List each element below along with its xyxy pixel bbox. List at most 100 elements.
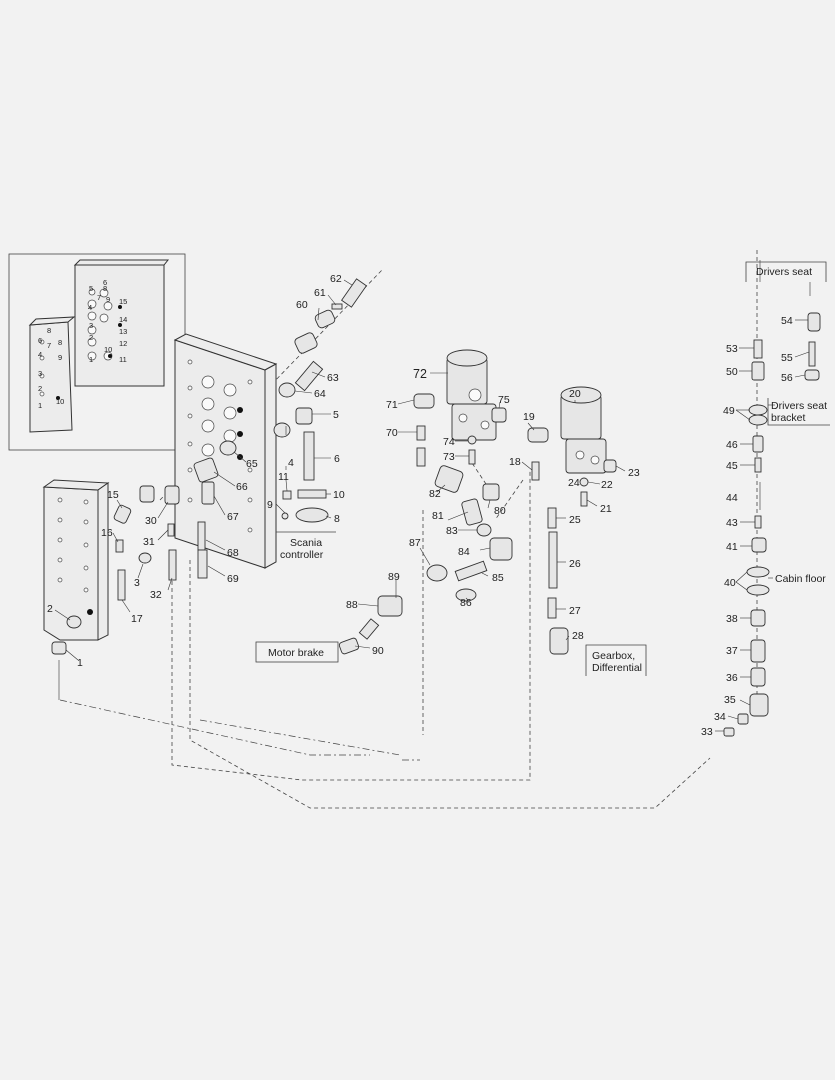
part-62-pipe xyxy=(341,278,367,308)
callout: 60 xyxy=(296,299,308,311)
callout: 63 xyxy=(327,372,339,384)
inset-front-num: 7 xyxy=(47,341,51,350)
callout: 54 xyxy=(781,315,793,327)
part-19-elbow xyxy=(527,427,549,443)
part-60-connector xyxy=(294,332,318,354)
inset-back-num: 4 xyxy=(88,303,92,312)
part-71-elbow xyxy=(413,393,435,409)
label-drivers-seat: Drivers seat xyxy=(756,266,812,278)
inset-back-num: 6 xyxy=(103,278,107,287)
callout: 69 xyxy=(227,573,239,585)
inset-front-plate-top xyxy=(28,316,76,326)
callout: 70 xyxy=(386,427,398,439)
callout: 37 xyxy=(726,645,738,657)
callout: 41 xyxy=(726,541,738,553)
callout: 4 xyxy=(288,457,294,469)
callout: 62 xyxy=(330,273,342,285)
part-86-clamp xyxy=(455,588,477,602)
part-55-pipe xyxy=(808,341,816,367)
callout: 16 xyxy=(101,527,113,539)
callout: 81 xyxy=(432,510,444,522)
callout: 90 xyxy=(372,645,384,657)
callout: 3 xyxy=(134,577,140,589)
callout: 56 xyxy=(781,372,793,384)
callout: 19 xyxy=(523,411,535,423)
routing-lines xyxy=(59,250,758,809)
part-81-fitting xyxy=(461,498,483,526)
callout: 24 xyxy=(568,477,580,489)
part-60b-connector xyxy=(314,309,336,329)
inset-back-num: 14 xyxy=(119,315,127,324)
part-50-fitting xyxy=(751,361,765,381)
callout: 88 xyxy=(346,599,358,611)
inset-back-num: 5 xyxy=(89,284,93,293)
part-88-pipe xyxy=(358,618,380,640)
part-11-screw xyxy=(282,490,292,500)
callout: 11 xyxy=(278,471,289,483)
callout: 26 xyxy=(569,558,581,570)
inset-front-num: 8 xyxy=(47,326,51,335)
callout: 44 xyxy=(726,492,738,504)
inset-back-holes xyxy=(87,288,122,361)
callout: 45 xyxy=(726,460,738,472)
callout: 21 xyxy=(600,503,612,515)
leader-lines xyxy=(54,279,810,732)
plate-side xyxy=(264,363,277,569)
callout: 72 xyxy=(413,367,427,381)
plate-face xyxy=(174,339,266,569)
callout: 61 xyxy=(314,287,326,299)
part-69-pipe xyxy=(197,549,208,579)
part-32-pipe xyxy=(168,549,177,581)
part-87-clamp xyxy=(426,564,448,582)
callout: 17 xyxy=(131,613,143,625)
part-85-pipe xyxy=(454,560,488,582)
callout: 46 xyxy=(726,439,738,451)
part-30-fitting xyxy=(164,485,180,505)
callout: 31 xyxy=(143,536,155,548)
part-82-housing xyxy=(434,465,464,493)
valve-72-base xyxy=(451,403,497,441)
part-68-pipe xyxy=(197,521,206,551)
drivers-seat-bracket-box xyxy=(767,398,830,426)
part-37-sleeve xyxy=(750,639,766,663)
inset-front-num: 1 xyxy=(38,401,42,410)
inset-front-num: 8 xyxy=(58,338,62,347)
gearbox-box xyxy=(585,644,647,676)
callout: 85 xyxy=(492,572,504,584)
label-drivers-seat-bracket: bracket xyxy=(771,412,806,424)
callout: 15 xyxy=(107,489,119,501)
part-2-nut xyxy=(66,615,82,629)
label-cabin-floor: Cabin floor xyxy=(775,573,826,585)
callout: 18 xyxy=(509,456,521,468)
part-20-valve-assembly xyxy=(560,386,607,474)
part-33-union xyxy=(723,727,735,737)
callout: 68 xyxy=(227,547,239,559)
center-manifold-plate xyxy=(173,333,278,569)
part-72-valve-assembly xyxy=(446,349,497,441)
fittings-group xyxy=(51,260,821,737)
callout: 80 xyxy=(494,505,506,517)
callout: 89 xyxy=(388,571,400,583)
callout: 5 xyxy=(333,409,339,421)
part-45-screw xyxy=(754,457,762,473)
callout: 2 xyxy=(47,603,53,615)
route-line xyxy=(171,470,531,781)
inset-front-num: 2 xyxy=(38,384,42,393)
part-67-union xyxy=(201,481,215,505)
part-25-union xyxy=(547,507,557,529)
part-73-screw xyxy=(468,449,476,465)
inset-back-num: 10 xyxy=(104,345,112,354)
part-70-union xyxy=(416,425,426,441)
part-70b-pipe xyxy=(416,447,426,467)
callout: 34 xyxy=(714,711,726,723)
callout: 75 xyxy=(498,394,510,406)
inset-detail: 6 5 8 7 9 4 15 14 13 12 11 10 3 2 1 8 7 … xyxy=(8,253,186,451)
label-motor-brake: Motor brake xyxy=(268,647,324,659)
callout: 43 xyxy=(726,517,738,529)
inset-front-num: 3 xyxy=(38,369,42,378)
callout: 74 xyxy=(443,436,455,448)
part-43-union xyxy=(754,515,762,529)
label-scania-controller: Scania xyxy=(290,537,322,549)
callout: 55 xyxy=(781,352,793,364)
